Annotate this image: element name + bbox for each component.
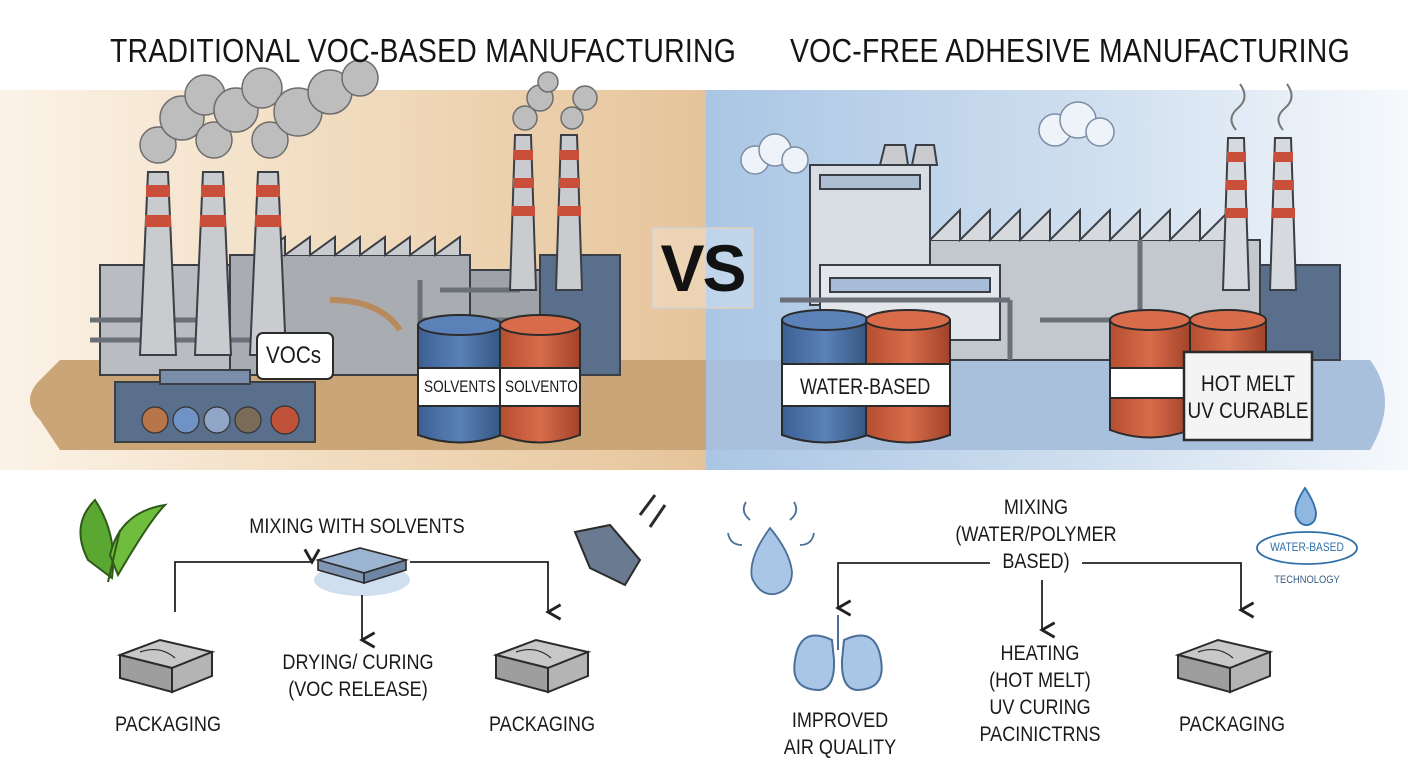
right-title: VOC-FREE ADHESIVE MANUFACTURING bbox=[790, 32, 1350, 69]
vocs-label: VOCs bbox=[266, 342, 322, 369]
left-title: TRADITIONAL VOC-BASED MANUFACTURING bbox=[110, 32, 737, 69]
badge-line-1: WATER-BASED bbox=[1270, 540, 1344, 554]
leaf-icon bbox=[79, 498, 168, 583]
mixing-with-solvents-label: MIXING WITH SOLVENTS bbox=[249, 515, 465, 538]
water-based-barrel-label: WATER-BASED bbox=[800, 374, 931, 399]
right-flow-arrows bbox=[835, 562, 1255, 639]
water-drop-icon bbox=[727, 501, 815, 596]
left-flow-arrows bbox=[174, 548, 562, 649]
box-icon bbox=[1174, 638, 1274, 694]
mixer-pad bbox=[314, 547, 410, 596]
packaging-label-left-2: PACKAGING bbox=[488, 713, 596, 736]
water-based-technology-badge: WATER-BASED TECHNOLOGY bbox=[1252, 532, 1362, 586]
box-icon bbox=[116, 638, 592, 694]
packaging-label-right: PACKAGING bbox=[1178, 713, 1286, 736]
barrel-label-solvents: SOLVENTS bbox=[424, 377, 496, 396]
badge-line-2: TECHNOLOGY bbox=[1274, 574, 1340, 586]
vocs-callout-box bbox=[256, 332, 334, 380]
cloud-icon bbox=[740, 101, 1115, 175]
nozzle-icon bbox=[573, 494, 667, 587]
lungs-icon bbox=[793, 615, 883, 692]
vs-label: VS bbox=[651, 227, 754, 309]
mixing-water-polymer-label: MIXING (WATER/POLYMER BASED) bbox=[955, 496, 1117, 573]
smoke-icon bbox=[139, 59, 598, 164]
hot-melt-sign bbox=[1182, 350, 1314, 442]
heating-uv-curing-label: HEATING (HOT MELT) UV CURING PACINICTRNS bbox=[979, 642, 1101, 746]
left-barrels bbox=[417, 314, 581, 444]
water-badge-icon bbox=[1256, 486, 1358, 565]
improved-air-quality-label: IMPROVED AIR QUALITY bbox=[783, 709, 897, 759]
raw-material-pellets bbox=[141, 405, 300, 435]
hot-melt-uv-label: HOT MELT UV CURABLE bbox=[1187, 371, 1309, 423]
left-stacks bbox=[138, 134, 584, 356]
barrel-label-solvento: SOLVENTO bbox=[505, 377, 578, 396]
packaging-label-left-1: PACKAGING bbox=[114, 713, 222, 736]
left-factory bbox=[90, 59, 621, 443]
drying-curing-label: DRYING/ CURING (VOC RELEASE) bbox=[282, 651, 434, 701]
